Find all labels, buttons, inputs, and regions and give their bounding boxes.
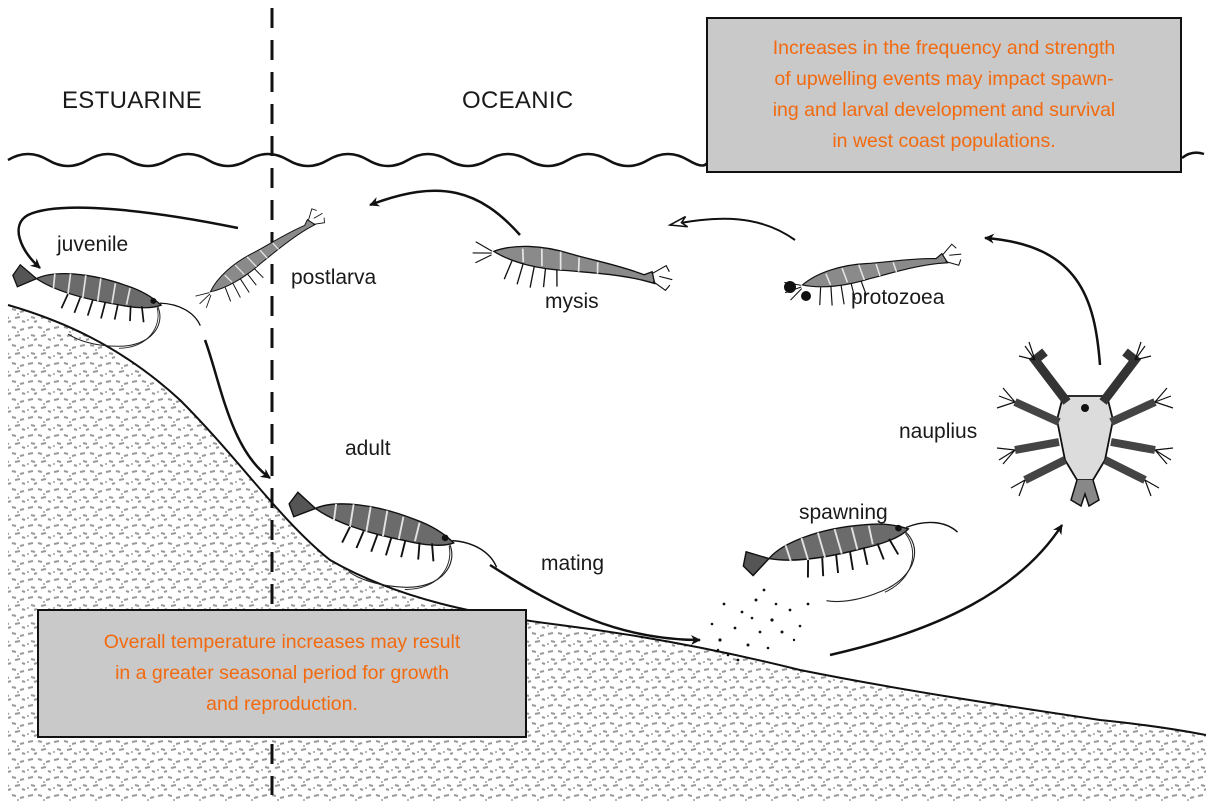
upwelling-note-line-3: ing and larval development and survival <box>708 95 1180 126</box>
protozoea-eye <box>784 281 796 293</box>
arrow-postlarva-to-juvenile <box>19 208 238 268</box>
water-surface-right <box>1182 153 1204 158</box>
stage-label-nauplius: nauplius <box>899 420 977 444</box>
arrow-mysis-to-postlarva <box>370 191 520 235</box>
stage-label-spawning: spawning <box>799 501 888 525</box>
stage-label-mysis: mysis <box>545 290 599 314</box>
upwelling-note-line-2: of upwelling events may impact spawn- <box>708 64 1180 95</box>
stage-label-protozoea: protozoea <box>851 286 944 310</box>
temperature-note: Overall temperature increases may result… <box>37 609 527 738</box>
zone-label-oceanic: OCEANIC <box>462 87 573 115</box>
stage-label-juvenile: juvenile <box>57 233 128 257</box>
stage-label-mating: mating <box>541 552 604 576</box>
egg-cloud <box>711 589 810 662</box>
upwelling-note-line-4: in west coast populations. <box>708 126 1180 157</box>
stage-label-adult: adult <box>345 437 391 461</box>
upwelling-note: Increases in the frequency and strength … <box>706 17 1182 173</box>
arrow-nauplius-to-protozoea <box>985 238 1100 365</box>
water-surface-left <box>8 154 708 166</box>
temperature-note-line-3: and reproduction. <box>39 689 525 720</box>
arrow-protozoea-to-mysis <box>670 219 795 240</box>
temperature-note-line-1: Overall temperature increases may result <box>39 627 525 658</box>
stage-label-postlarva: postlarva <box>291 266 376 290</box>
upwelling-note-line-1: Increases in the frequency and strength <box>708 33 1180 64</box>
temperature-note-line-2: in a greater seasonal period for growth <box>39 658 525 689</box>
nauplius-illustration <box>997 342 1173 506</box>
zone-label-estuarine: ESTUARINE <box>62 87 202 115</box>
protozoea-eye-2 <box>801 291 811 301</box>
postlarva-illustration <box>194 202 334 321</box>
